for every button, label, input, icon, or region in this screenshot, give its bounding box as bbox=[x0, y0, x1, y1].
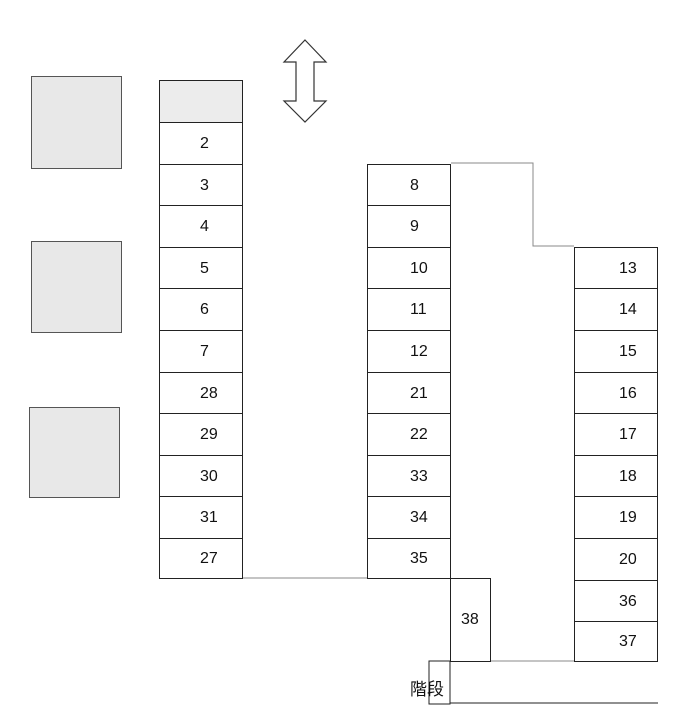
parking-space[interactable]: 15 bbox=[574, 330, 658, 373]
parking-space-38[interactable]: 38 bbox=[450, 578, 491, 662]
parking-space[interactable]: 8 bbox=[367, 164, 451, 207]
building-block-3 bbox=[29, 407, 120, 498]
parking-space[interactable]: 21 bbox=[367, 372, 451, 415]
building-block-2 bbox=[31, 241, 122, 333]
parking-space-number: 5 bbox=[200, 259, 209, 277]
parking-space-number: 34 bbox=[410, 508, 428, 526]
parking-space[interactable]: 10 bbox=[367, 247, 451, 290]
parking-space[interactable]: 11 bbox=[367, 288, 451, 331]
parking-space-number: 31 bbox=[200, 508, 218, 526]
parking-space[interactable]: 7 bbox=[159, 330, 243, 373]
parking-space[interactable]: 36 bbox=[574, 580, 658, 623]
parking-space-number: 36 bbox=[619, 592, 637, 610]
parking-space-number: 38 bbox=[461, 611, 479, 628]
parking-space-number: 2 bbox=[200, 134, 209, 152]
parking-space[interactable]: 31 bbox=[159, 496, 243, 539]
parking-space[interactable]: 35 bbox=[367, 538, 451, 579]
parking-space-number: 13 bbox=[619, 259, 637, 277]
parking-space-number: 6 bbox=[200, 300, 209, 318]
building-block-1 bbox=[31, 76, 122, 169]
parking-space[interactable]: 13 bbox=[574, 247, 658, 290]
parking-space-number: 19 bbox=[619, 508, 637, 526]
parking-space-number: 33 bbox=[410, 467, 428, 485]
parking-space-number: 37 bbox=[619, 632, 637, 650]
parking-space-number: 21 bbox=[410, 384, 428, 402]
parking-space[interactable]: 33 bbox=[367, 455, 451, 498]
parking-space-number: 35 bbox=[410, 549, 428, 567]
parking-space[interactable]: 22 bbox=[367, 413, 451, 456]
parking-space[interactable]: 17 bbox=[574, 413, 658, 456]
parking-space-number: 30 bbox=[200, 467, 218, 485]
parking-space[interactable]: 16 bbox=[574, 372, 658, 415]
parking-space-number: 7 bbox=[200, 342, 209, 360]
parking-space-number: 18 bbox=[619, 467, 637, 485]
parking-space[interactable]: 27 bbox=[159, 538, 243, 579]
parking-space-number: 8 bbox=[410, 176, 419, 194]
parking-space[interactable]: 34 bbox=[367, 496, 451, 539]
parking-space-number: 28 bbox=[200, 384, 218, 402]
parking-space[interactable]: 19 bbox=[574, 496, 658, 539]
parking-space-number: 22 bbox=[410, 425, 428, 443]
parking-space-number: 17 bbox=[619, 425, 637, 443]
parking-space[interactable]: 18 bbox=[574, 455, 658, 498]
parking-space-number: 9 bbox=[410, 217, 419, 235]
parking-space-number: 4 bbox=[200, 217, 209, 235]
parking-space[interactable]: 30 bbox=[159, 455, 243, 498]
parking-space-number: 16 bbox=[619, 384, 637, 402]
parking-space[interactable]: 6 bbox=[159, 288, 243, 331]
parking-space[interactable]: 28 bbox=[159, 372, 243, 415]
parking-space-number: 20 bbox=[619, 550, 637, 568]
parking-space[interactable]: 2 bbox=[159, 122, 243, 165]
parking-space[interactable] bbox=[159, 80, 243, 123]
parking-space-number: 11 bbox=[410, 300, 427, 318]
parking-space-number: 27 bbox=[200, 549, 218, 567]
parking-space[interactable]: 14 bbox=[574, 288, 658, 331]
parking-space[interactable]: 4 bbox=[159, 205, 243, 248]
parking-space-number: 12 bbox=[410, 342, 428, 360]
parking-space-number: 15 bbox=[619, 342, 637, 360]
double-arrow-vertical-icon bbox=[282, 39, 328, 123]
parking-space-number: 29 bbox=[200, 425, 218, 443]
parking-space-number: 10 bbox=[410, 259, 428, 277]
stairs-label: 階段 bbox=[410, 680, 444, 699]
parking-space[interactable]: 12 bbox=[367, 330, 451, 373]
parking-space[interactable]: 3 bbox=[159, 164, 243, 207]
parking-space[interactable]: 5 bbox=[159, 247, 243, 290]
parking-space[interactable]: 20 bbox=[574, 538, 658, 581]
parking-space-number: 3 bbox=[200, 176, 209, 194]
parking-space[interactable]: 37 bbox=[574, 621, 658, 662]
parking-space[interactable]: 9 bbox=[367, 205, 451, 248]
parking-space-number: 14 bbox=[619, 300, 637, 318]
parking-space[interactable]: 29 bbox=[159, 413, 243, 456]
